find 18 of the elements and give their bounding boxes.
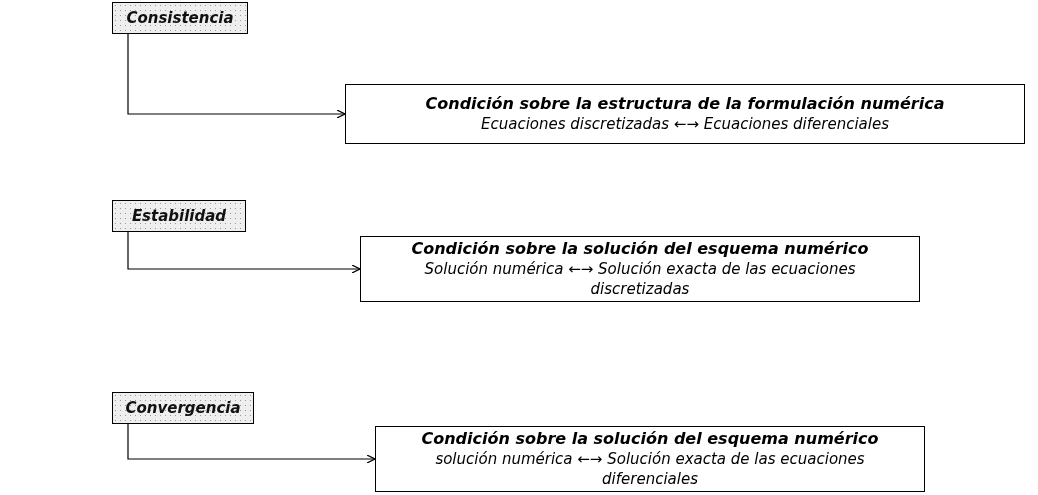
term-box xyxy=(112,392,254,424)
term-label: Estabilidad xyxy=(131,205,227,227)
description-box xyxy=(345,84,1025,144)
condition-heading: Condición sobre la solución del esquema numérico xyxy=(411,239,869,259)
condition-heading: Condición sobre la estructura de la formulación numérica xyxy=(425,94,945,114)
connector-arrow xyxy=(127,423,376,464)
relation-text: Solución numérica ←→ Solución exacta de las ecuaciones discretizadas xyxy=(423,259,857,299)
connector-arrow xyxy=(127,33,346,119)
description-box xyxy=(360,236,920,302)
connector-arrow xyxy=(127,231,361,274)
description-box xyxy=(375,426,925,492)
term-label: Convergencia xyxy=(125,397,241,419)
relation-text: Ecuaciones discretizadas ←→ Ecuaciones diferenciales xyxy=(480,114,889,134)
term-box xyxy=(112,2,248,34)
condition-heading: Condición sobre la solución del esquema numérico xyxy=(421,429,879,449)
term-label: Consistencia xyxy=(126,7,234,29)
relation-text: solución numérica ←→ Solución exacta de las ecuaciones diferenciales xyxy=(434,449,866,489)
term-box xyxy=(112,200,246,232)
